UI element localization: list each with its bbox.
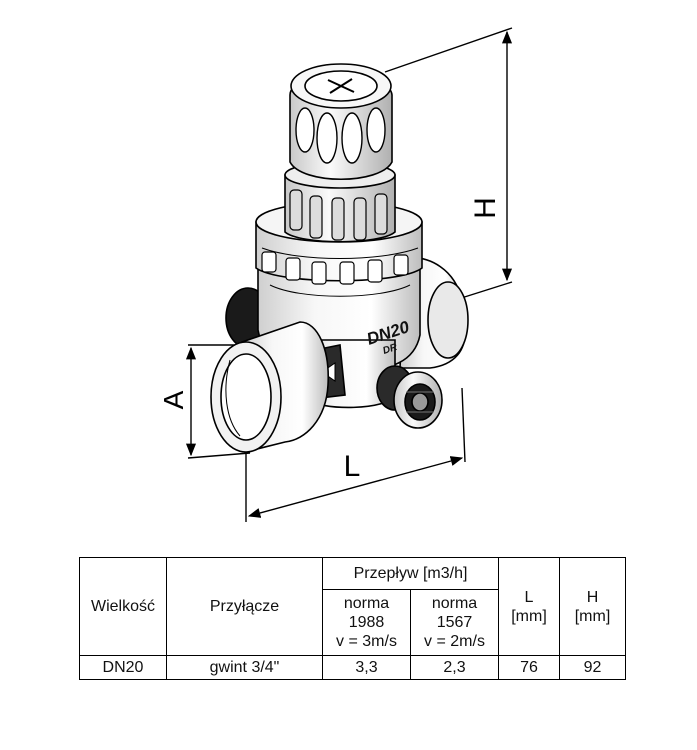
- cell-height: 92: [559, 655, 626, 680]
- header-connection: Przyłącze: [166, 557, 323, 656]
- dimension-a: [185, 344, 251, 459]
- dimension-a-label: A: [158, 390, 189, 409]
- valve-technical-drawing: H A L DN20: [158, 27, 513, 522]
- dimension-h-label: H: [469, 197, 502, 219]
- header-height: H [mm]: [559, 557, 626, 656]
- cell-length: 76: [498, 655, 560, 680]
- dimension-l: [245, 387, 466, 522]
- cell-flow-1567: 2,3: [410, 655, 499, 680]
- header-length: L [mm]: [498, 557, 560, 656]
- cell-connection: gwint 3/4": [166, 655, 323, 680]
- body-marking-model: DR: [382, 342, 400, 357]
- header-flow-1988: norma 1988 v = 3m/s: [322, 589, 411, 656]
- cell-size: DN20: [79, 655, 167, 680]
- header-flow-1567: norma 1567 v = 2m/s: [410, 589, 499, 656]
- valve-illustration: DN20 DR: [210, 63, 469, 454]
- table-row: DN20 gwint 3/4" 3,3 2,3 76 92: [79, 655, 626, 680]
- header-size: Wielkość: [79, 557, 167, 656]
- header-flow: Przepływ [m3/h]: [322, 557, 499, 590]
- spec-table: Wielkość Przyłącze Przepływ [m3/h] L [mm…: [79, 557, 626, 680]
- cell-flow-1988: 3,3: [322, 655, 411, 680]
- dimension-l-label: L: [344, 450, 361, 483]
